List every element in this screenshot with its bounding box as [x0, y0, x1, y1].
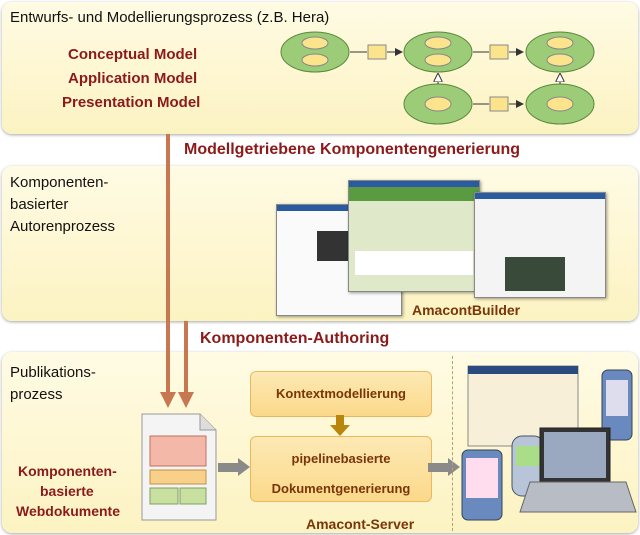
- model-node-presentation-bottom: [525, 83, 595, 125]
- doc-to-pipeline-arrow: [218, 463, 240, 472]
- model-node-conceptual: [280, 31, 350, 73]
- amacont-server-label: Amacont-Server: [306, 516, 415, 532]
- authoring-title-3: Autorenprozess: [10, 218, 116, 235]
- context-to-pipeline-arrow: [330, 415, 350, 436]
- server-client-separator: [452, 356, 453, 531]
- application-model-label: Application Model: [68, 70, 198, 87]
- transformation-box-1: [367, 44, 387, 60]
- component-authoring-label: Komponenten-Authoring: [200, 330, 390, 347]
- authoring-title-1: Komponenten-: [10, 174, 109, 191]
- doc-label-1: Komponenten-: [18, 463, 117, 479]
- doc-label-2: basierte: [40, 483, 94, 499]
- model-node-presentation: [525, 31, 595, 73]
- pipeline-to-devices-arrow: [428, 463, 450, 472]
- pipeline-line-2: Dokumentgenerierung: [271, 481, 411, 496]
- design-process-title: Entwurfs- und Modellierungsprozess (z.B.…: [10, 9, 330, 26]
- model-node-application: [403, 31, 473, 73]
- authoring-arrow-shaft: [184, 321, 188, 394]
- authoring-title-2: basierter: [10, 196, 69, 213]
- model-node-application-bottom: [403, 83, 473, 125]
- pipeline-line-1: pipelinebasierte: [291, 451, 391, 466]
- pipeline-generation-box: pipelinebasierte Dokumentgenerierung: [250, 436, 432, 502]
- transformation-box-3: [489, 96, 509, 112]
- transformation-box-2: [489, 44, 509, 60]
- doc-label-3: Webdokumente: [16, 503, 120, 519]
- amacont-builder-label: AmacontBuilder: [412, 302, 521, 318]
- presentation-model-label: Presentation Model: [62, 94, 201, 111]
- context-modeling-box: Kontextmodellierung: [250, 371, 432, 417]
- builder-screenshot-2: [348, 180, 480, 292]
- publication-title-1: Publikations-: [10, 364, 96, 381]
- target-devices-illustration: [461, 365, 637, 521]
- publication-title-2: prozess: [10, 386, 63, 403]
- model-driven-generation-label: Modellgetriebene Komponentengenerierung: [184, 141, 521, 158]
- generation-arrow-shaft: [166, 134, 170, 394]
- hera-model-graph: [280, 31, 595, 125]
- conceptual-model-label: Conceptual Model: [68, 46, 198, 63]
- builder-screenshot-3: [474, 192, 606, 298]
- down-arrow-heads: [160, 392, 194, 408]
- component-document-icon: [141, 413, 217, 521]
